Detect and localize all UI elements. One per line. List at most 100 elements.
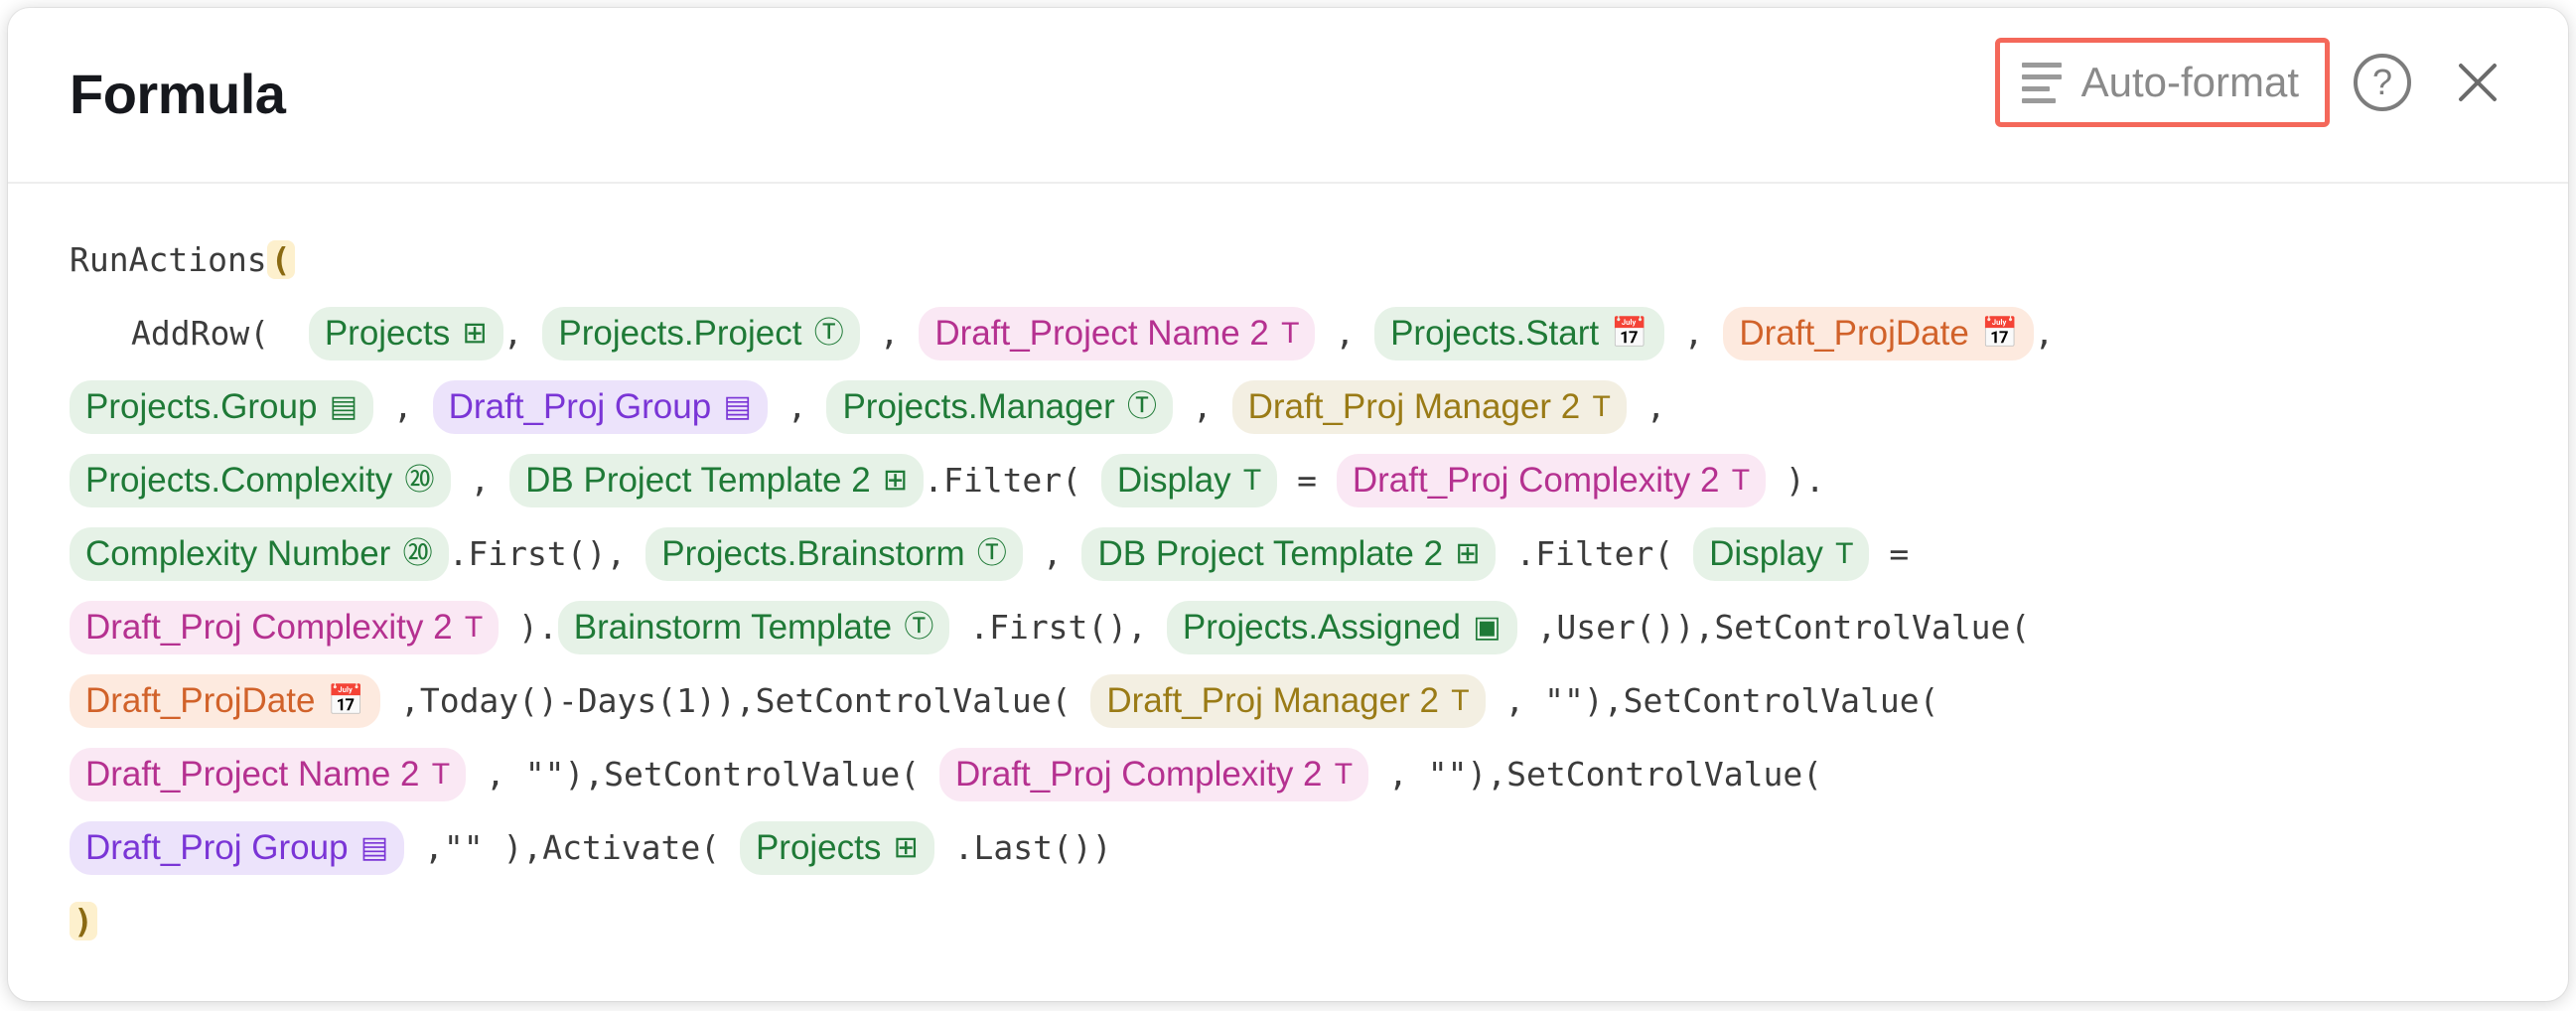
formula-code-text: ,User()),SetControlValue( [1516,608,2031,647]
formula-token-pill[interactable]: Projects.Brainstorm Ⓣ [645,526,1023,581]
token-label: Draft_Proj Complexity 2 [1352,460,1720,500]
formula-token-pill[interactable]: DB Project Template 2⊞ [509,453,925,507]
formula-token-pill[interactable]: Draft_Proj Manager 2 T [1231,379,1627,434]
select-list-icon: ▤ [723,389,752,423]
select-list-icon: ▤ [359,830,389,864]
token-label: Projects.Project [558,313,802,353]
text-icon: T [431,757,451,791]
token-label: Projects.Manager [842,386,1115,426]
formula-code-text: , [450,461,510,500]
formula-token-pill[interactable]: Draft_Proj Complexity 2 T [938,747,1369,801]
formula-token-pill[interactable]: DB Project Template 2 ⊞ [1081,526,1497,581]
person-icon: ▣ [1473,610,1502,644]
formula-code-text: , [373,387,433,426]
text-lines-icon [2021,62,2062,103]
text-icon: T [1592,389,1611,423]
token-label: Display [1116,460,1231,500]
formula-token-pill[interactable]: Projects.Project Ⓣ [542,306,860,361]
token-label: Draft_Proj Group [85,827,349,867]
table-icon: ⊞ [462,316,488,350]
dialog-header: Formula Auto-format ? [8,8,2568,184]
formula-token-pill[interactable]: Draft_Proj Group ▤ [432,379,768,434]
text-icon: T [1334,757,1354,791]
formula-code-text: .Filter( [1496,534,1694,573]
formula-code-text: ,"" ),Activate( [404,828,740,867]
formula-code-text: .Filter( [924,461,1101,500]
number-column-icon: ⑳ [404,463,435,497]
token-label: DB Project Template 2 [1097,533,1444,573]
formula-token-pill[interactable]: Draft_Project Name 2 T [70,747,467,801]
formula-code-text: , [1626,387,1666,426]
text-column-icon: Ⓣ [976,536,1007,570]
formula-token-pill[interactable]: Projects.Start📅 [1374,306,1664,361]
page-title: Formula [70,63,286,125]
token-label: Projects.Start [1390,313,1600,353]
formula-line: Draft_Project Name 2 T , ""),SetControlVa… [70,738,2508,811]
formula-token-pill[interactable]: Draft_Proj Group ▤ [70,820,405,875]
matched-paren: ( [266,240,295,279]
token-label: Projects [324,313,451,353]
formula-token-pill[interactable]: Projects⊞ [739,820,934,875]
formula-code-text: , ""),SetControlValue( [1368,755,1823,794]
calendar-icon: 📅 [1981,316,2019,350]
formula-code-text: ,Today()-Days(1)),SetControlValue( [380,681,1091,720]
text-column-icon: Ⓣ [1126,389,1157,423]
formula-token-pill[interactable]: Projects.Group▤ [70,379,374,434]
formula-code-text: , [502,314,543,353]
formula-code-text: , ""),SetControlValue( [466,755,939,794]
token-label: Draft_Proj Group [448,386,712,426]
token-label: Projects.Assigned [1182,607,1462,647]
formula-token-pill[interactable]: Projects.Manager Ⓣ [826,379,1173,434]
close-button[interactable] [2435,40,2520,125]
formula-code-text: , [1022,534,1082,573]
text-column-icon: Ⓣ [904,610,934,644]
token-label: Draft_Proj Manager 2 [1106,680,1439,720]
formula-token-pill[interactable]: Brainstorm Template Ⓣ [557,600,950,654]
formula-code-text: , [2034,314,2055,353]
token-label: Projects.Brainstorm [661,533,965,573]
formula-token-pill[interactable]: Projects.Assigned ▣ [1166,600,1517,654]
formula-code-text: = [1869,534,1910,573]
question-circle-icon: ? [2354,54,2411,111]
table-icon: ⊞ [1455,536,1481,570]
auto-format-button[interactable]: Auto-format [1994,38,2330,127]
formula-code-text: , [1172,387,1232,426]
formula-line: Projects.Group▤ , Draft_Proj Group ▤ , Pr… [70,370,2508,444]
token-label: Draft_Project Name 2 [934,313,1269,353]
token-label: Draft_ProjDate [1739,313,1969,353]
formula-token-pill[interactable]: Draft_ProjDate 📅 [1723,306,2035,361]
close-icon [2452,57,2504,108]
text-column-icon: Ⓣ [813,316,844,350]
help-button[interactable]: ? [2340,40,2425,125]
formula-code-text: , [859,314,920,353]
token-label: Draft_Proj Complexity 2 [954,754,1323,794]
token-label: Display [1709,533,1823,573]
formula-token-pill[interactable]: Projects ⊞ [308,306,503,361]
calendar-icon: 📅 [327,683,365,717]
token-label: Projects [755,827,882,867]
formula-token-pill[interactable]: Draft_ProjDate📅 [70,673,381,728]
formula-line: Draft_ProjDate📅 ,Today()-Days(1)),SetCon… [70,664,2508,738]
token-label: Draft_Proj Complexity 2 [85,607,453,647]
token-label: Brainstorm Template [573,607,893,647]
formula-code-area[interactable]: RunActions(AddRow( Projects⊞, Projects.P… [8,184,2568,958]
token-label: Projects.Group [85,386,318,426]
formula-code-text: ). [1766,461,1825,500]
token-label: Draft_Project Name 2 [85,754,420,794]
token-label: Draft_Proj Manager 2 [1247,386,1581,426]
matched-paren: ) [70,902,97,940]
formula-line: Draft_Proj Group ▤ ,"" ),Activate( Projec… [70,811,2508,885]
formula-editor-dialog: Formula Auto-format ? RunActions(AddRow(… [8,8,2568,1001]
